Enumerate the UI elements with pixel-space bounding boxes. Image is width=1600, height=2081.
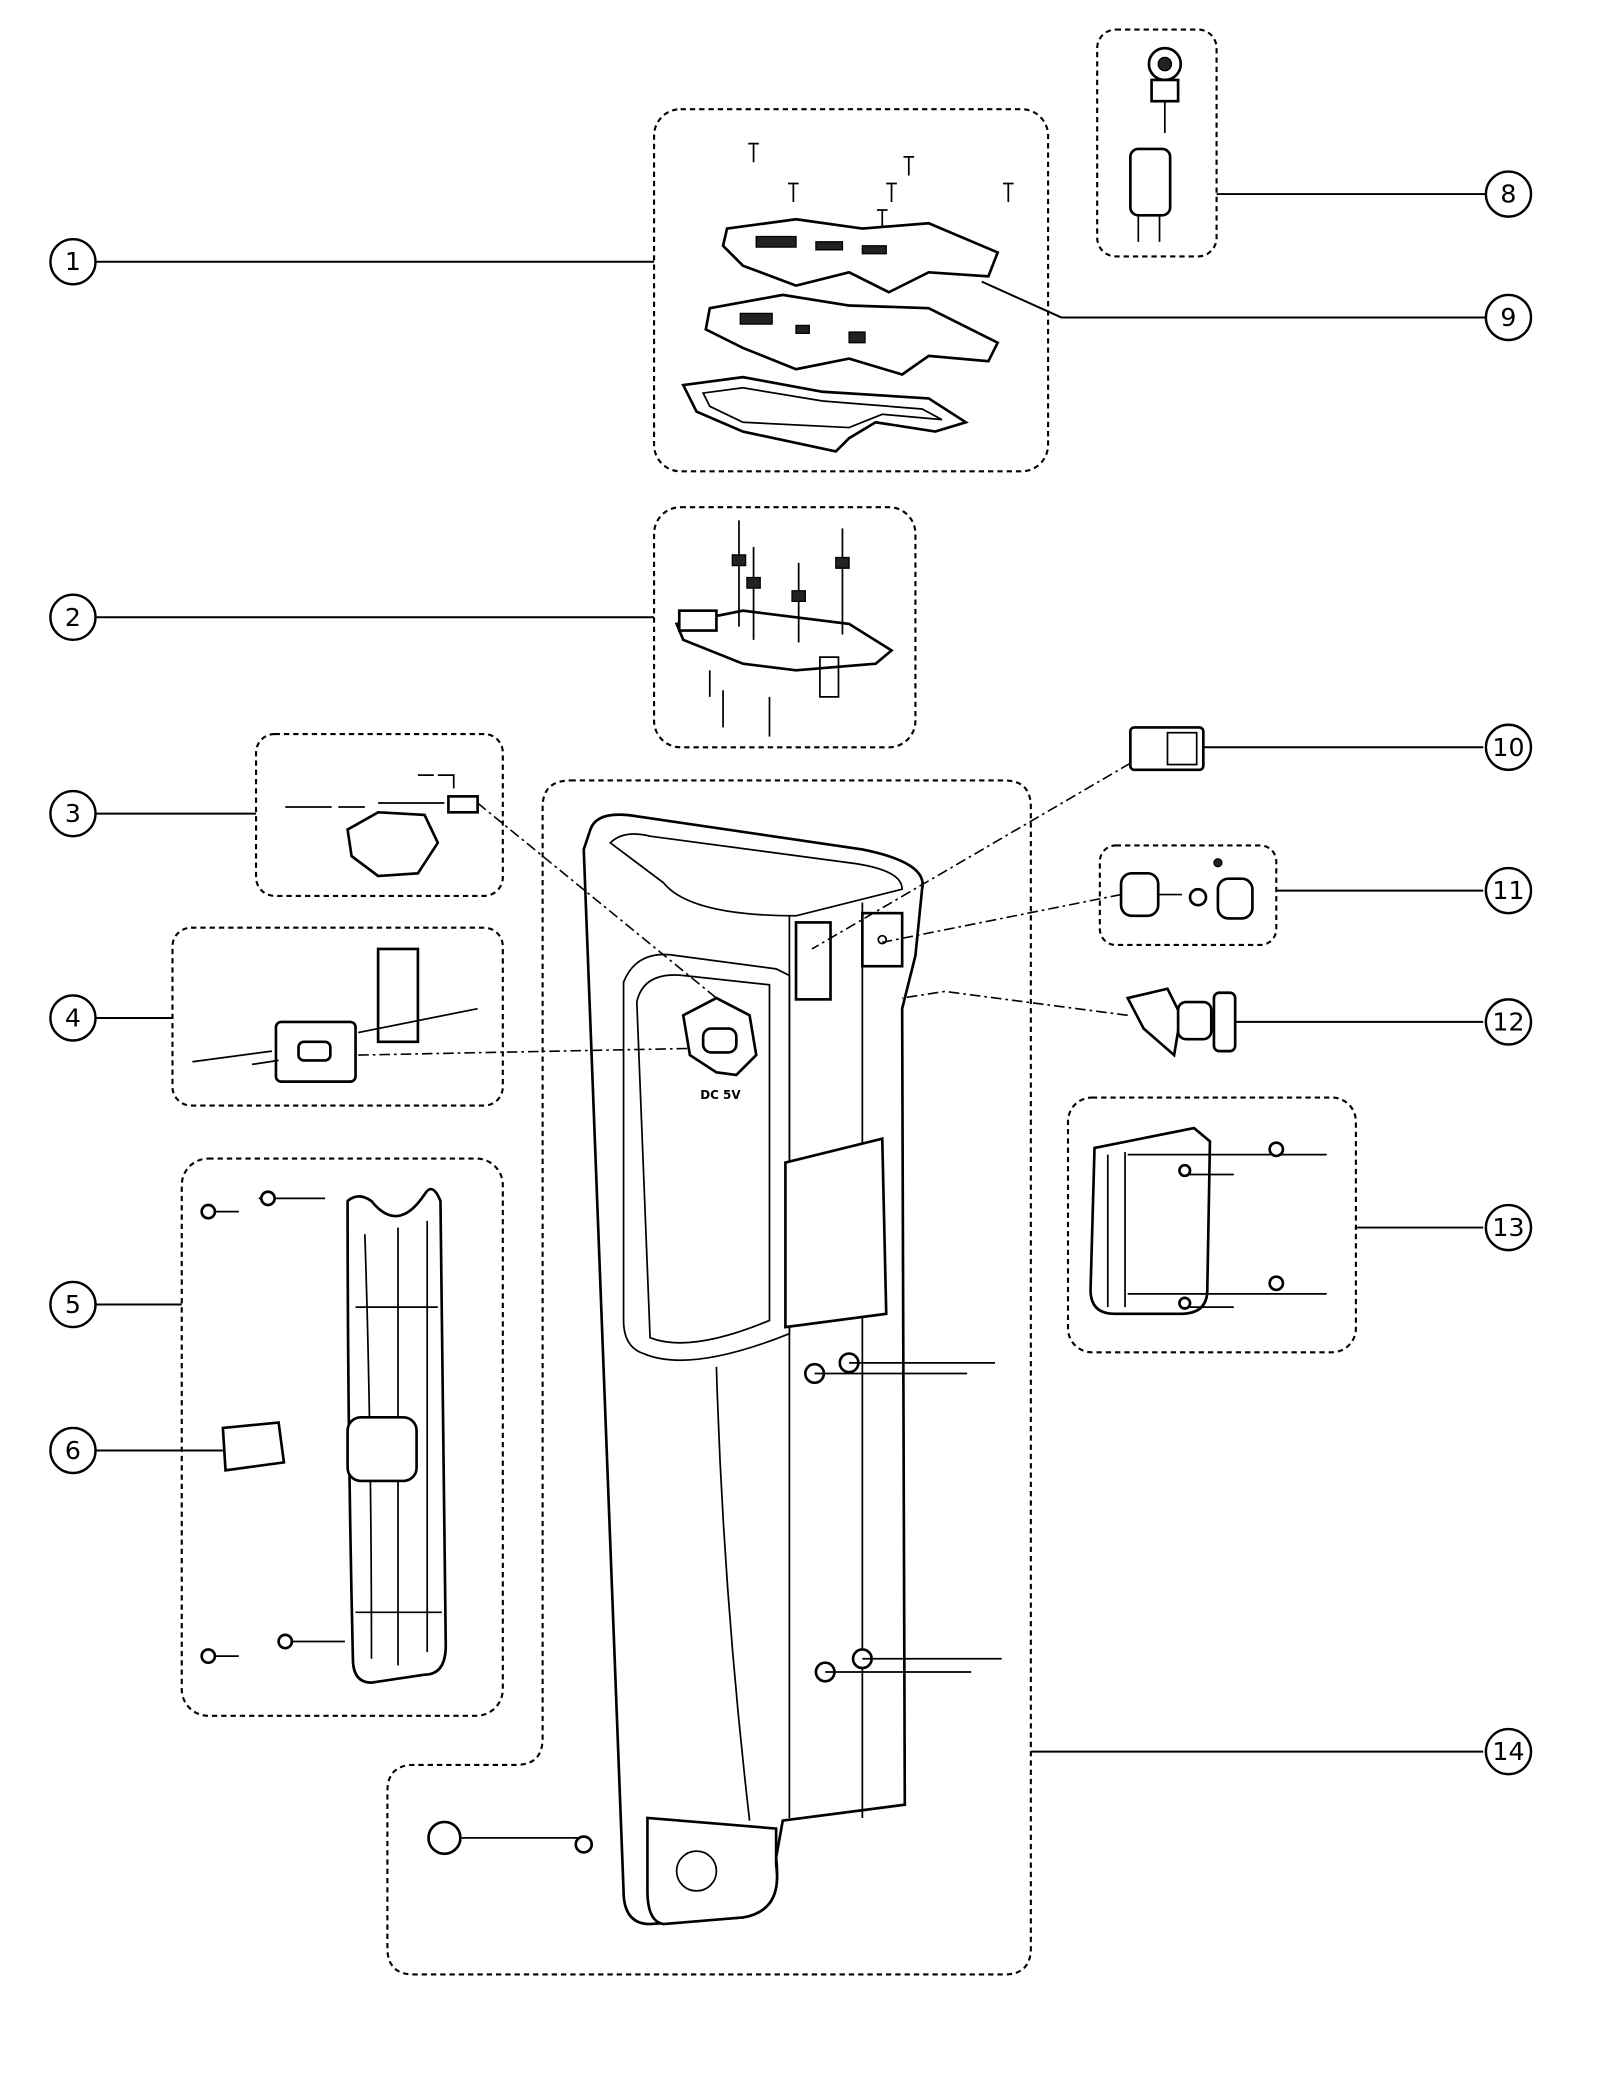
side-cover-panel <box>200 1187 448 1684</box>
assembly-lines <box>358 762 1131 1056</box>
callout-11: 11 <box>1484 866 1533 915</box>
svg-text:1: 1 <box>65 247 81 276</box>
group-box-1 <box>653 108 1050 473</box>
group-box-5 <box>180 1157 504 1717</box>
group-box-4 <box>171 926 504 1107</box>
callout-2: 2 <box>49 593 97 642</box>
callout-8: 8 <box>1484 170 1533 218</box>
emergency-stop-button <box>1125 987 1237 1058</box>
svg-text:6: 6 <box>65 1436 81 1465</box>
control-panel-plates <box>681 142 1014 453</box>
svg-text:5: 5 <box>65 1290 81 1319</box>
group-box-14 <box>386 779 1032 1976</box>
port-bracket-assembly <box>285 774 479 878</box>
leader-lines <box>95 193 1486 1753</box>
callout-3: 3 <box>49 789 97 838</box>
svg-text:2: 2 <box>65 603 81 632</box>
group-box-2 <box>653 506 917 749</box>
callout-9: 9 <box>1484 293 1533 342</box>
callout-13: 13 <box>1484 1203 1533 1252</box>
group-box-13 <box>1066 1096 1357 1354</box>
callout-12: 12 <box>1484 998 1533 1046</box>
svg-text:11: 11 <box>1492 876 1524 905</box>
svg-text:8: 8 <box>1500 180 1516 209</box>
svg-text:14: 14 <box>1492 1737 1524 1766</box>
svg-text:10: 10 <box>1492 733 1524 762</box>
callout-14: 14 <box>1484 1727 1533 1776</box>
svg-text:3: 3 <box>65 799 81 828</box>
callout-10: 10 <box>1484 723 1533 772</box>
svg-text:12: 12 <box>1492 1007 1524 1036</box>
label-sticker <box>221 1421 286 1472</box>
main-column-housing: DC 5V <box>427 813 1002 1926</box>
group-box-8 <box>1096 28 1218 258</box>
svg-text:4: 4 <box>65 1003 81 1032</box>
callout-1: 1 <box>49 237 97 286</box>
port-marking: DC 5V <box>700 1088 741 1102</box>
callout-5: 5 <box>49 1280 97 1329</box>
svg-text:9: 9 <box>1500 303 1516 332</box>
circuit-board <box>674 520 894 737</box>
svg-text:13: 13 <box>1492 1213 1524 1242</box>
group-box-3 <box>254 732 504 897</box>
key-switch <box>1129 46 1183 242</box>
callout-6: 6 <box>49 1426 97 1475</box>
rocker-switch <box>1129 726 1205 772</box>
usb-port-assembly <box>192 947 478 1083</box>
battery-box <box>1089 1126 1327 1316</box>
group-box-11 <box>1098 844 1278 947</box>
potentiometer-knob <box>1119 858 1254 920</box>
callout-4: 4 <box>49 994 97 1042</box>
